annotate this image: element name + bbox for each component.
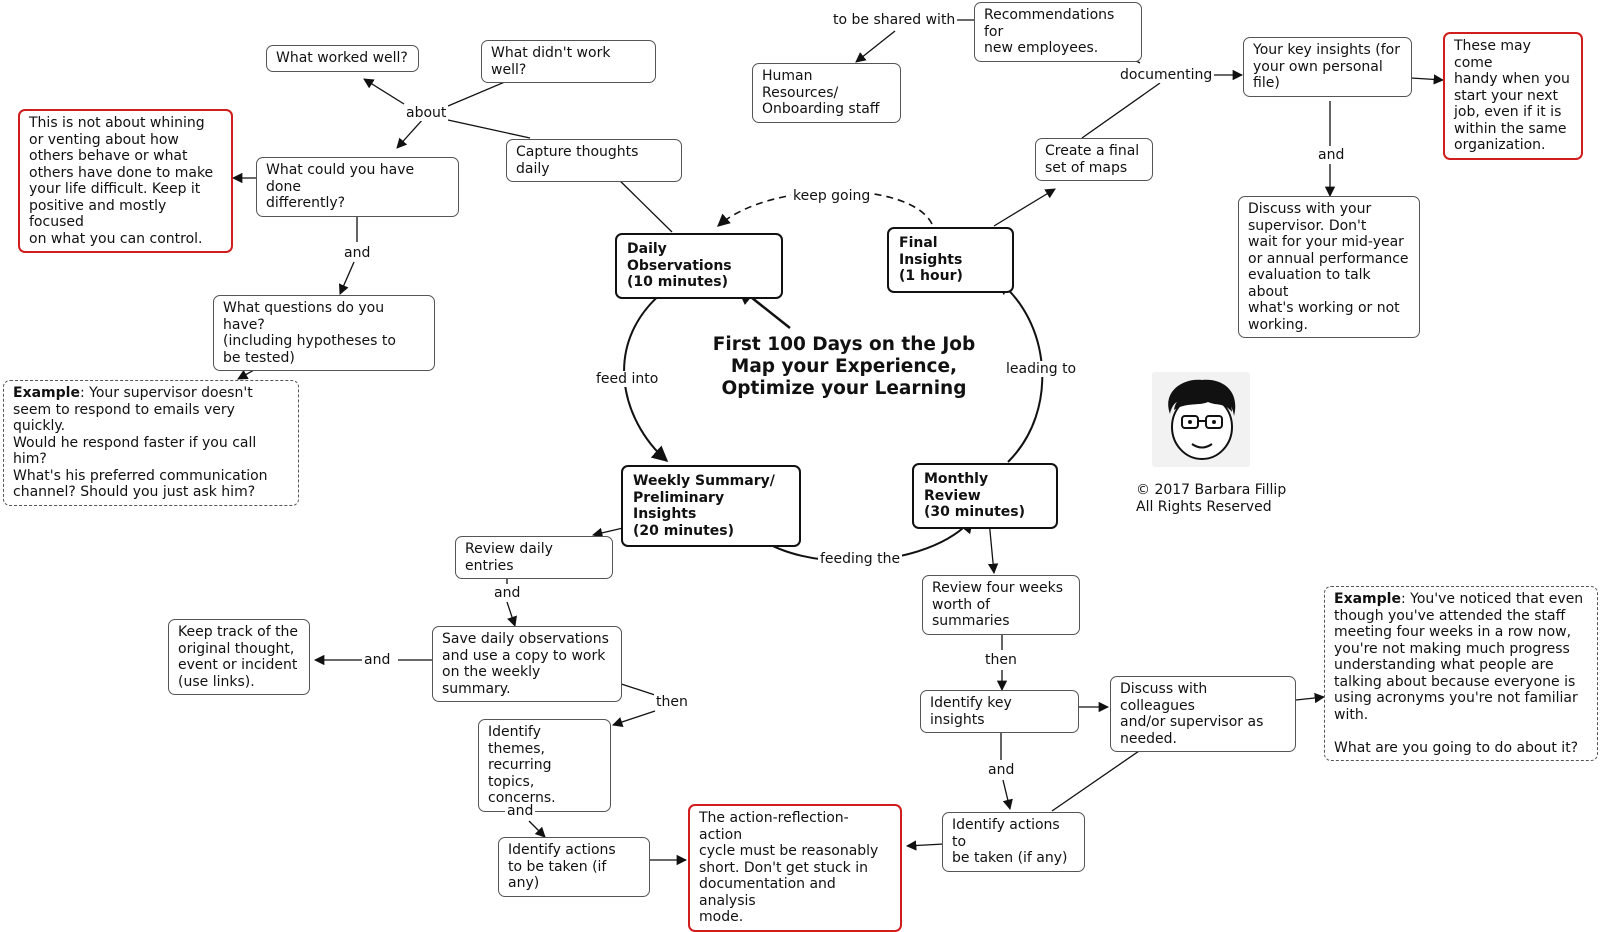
title-line: Map your Experience, — [730, 356, 958, 377]
map-title: First 100 Days on the Job Map your Exper… — [680, 334, 1008, 400]
node-discuss-colleagues[interactable]: Discuss with colleagues and/or superviso… — [1110, 676, 1296, 752]
node-example-acronyms[interactable]: Example: You've noticed that even though… — [1324, 586, 1598, 761]
node-not-about-whining[interactable]: This is not about whining or venting abo… — [18, 109, 233, 253]
link-label-leading-to: leading to — [1004, 361, 1079, 377]
title-line: Optimize your Learning — [721, 378, 967, 399]
link-label-and: and — [505, 803, 536, 819]
example-body: : Your supervisor doesn't seem to respon… — [13, 385, 268, 500]
node-final-insights[interactable]: Final Insights (1 hour) — [887, 227, 1014, 293]
link-label-shared-with: to be shared with — [831, 12, 958, 28]
node-what-worked[interactable]: What worked well? — [266, 45, 419, 72]
node-what-didnt-work[interactable]: What didn't work well? — [481, 40, 656, 83]
link-label-keep-going: keep going — [791, 188, 873, 204]
link-label-and: and — [342, 245, 373, 261]
node-weekly-summary[interactable]: Weekly Summary/ Preliminary Insights (20… — [621, 465, 801, 547]
node-identify-themes[interactable]: Identify themes, recurring topics, conce… — [478, 719, 611, 812]
link-label-then: then — [983, 652, 1019, 668]
link-label-documenting: documenting — [1118, 67, 1215, 83]
node-discuss-supervisor[interactable]: Discuss with your supervisor. Don't wait… — [1238, 196, 1420, 338]
node-daily-observations[interactable]: Daily Observations (10 minutes) — [615, 233, 783, 299]
node-monthly-review[interactable]: Monthly Review (30 minutes) — [912, 463, 1058, 529]
link-label-and: and — [986, 762, 1017, 778]
node-review-four-weeks[interactable]: Review four weeks worth of summaries — [922, 575, 1080, 635]
node-hr-onboarding[interactable]: Human Resources/ Onboarding staff — [752, 63, 901, 123]
example-head: Example — [1334, 591, 1401, 607]
node-questions[interactable]: What questions do you have? (including h… — [213, 295, 435, 371]
link-label-then: then — [654, 694, 690, 710]
link-label-feed-into: feed into — [594, 371, 661, 387]
title-line: First 100 Days on the Job — [712, 334, 976, 355]
link-label-feeding-the: feeding the — [818, 551, 903, 567]
node-capture-thoughts[interactable]: Capture thoughts daily — [506, 139, 682, 182]
link-label-and: and — [1316, 147, 1347, 163]
node-done-differently[interactable]: What could you have done differently? — [256, 157, 459, 217]
node-action-cycle[interactable]: The action-reflection-action cycle must … — [688, 804, 902, 932]
face-icon — [1168, 379, 1236, 460]
node-handy-next-job[interactable]: These may come handy when you start your… — [1443, 32, 1583, 160]
node-actions-right[interactable]: Identify actions to be taken (if any) — [942, 812, 1085, 872]
node-keep-track[interactable]: Keep track of the original thought, even… — [168, 619, 310, 695]
example-head: Example — [13, 385, 80, 401]
link-label-and: and — [492, 585, 523, 601]
node-key-insights[interactable]: Your key insights (for your own personal… — [1243, 37, 1412, 97]
author-portrait — [1152, 372, 1250, 467]
node-recommendations[interactable]: Recommendations for new employees. — [974, 2, 1142, 62]
node-actions-left[interactable]: Identify actions to be taken (if any) — [498, 837, 650, 897]
node-save-daily[interactable]: Save daily observations and use a copy t… — [432, 626, 622, 702]
link-label-and: and — [362, 652, 393, 668]
node-review-daily-entries[interactable]: Review daily entries — [455, 536, 613, 579]
node-identify-key-insights[interactable]: Identify key insights — [920, 690, 1079, 733]
copyright-notice: © 2017 Barbara Fillip All Rights Reserve… — [1136, 482, 1287, 515]
example-body: : You've noticed that even though you've… — [1334, 591, 1584, 756]
link-label-about: about — [404, 105, 449, 121]
node-example-supervisor[interactable]: Example: Your supervisor doesn't seem to… — [3, 380, 299, 506]
node-create-final-maps[interactable]: Create a final set of maps — [1035, 138, 1153, 181]
